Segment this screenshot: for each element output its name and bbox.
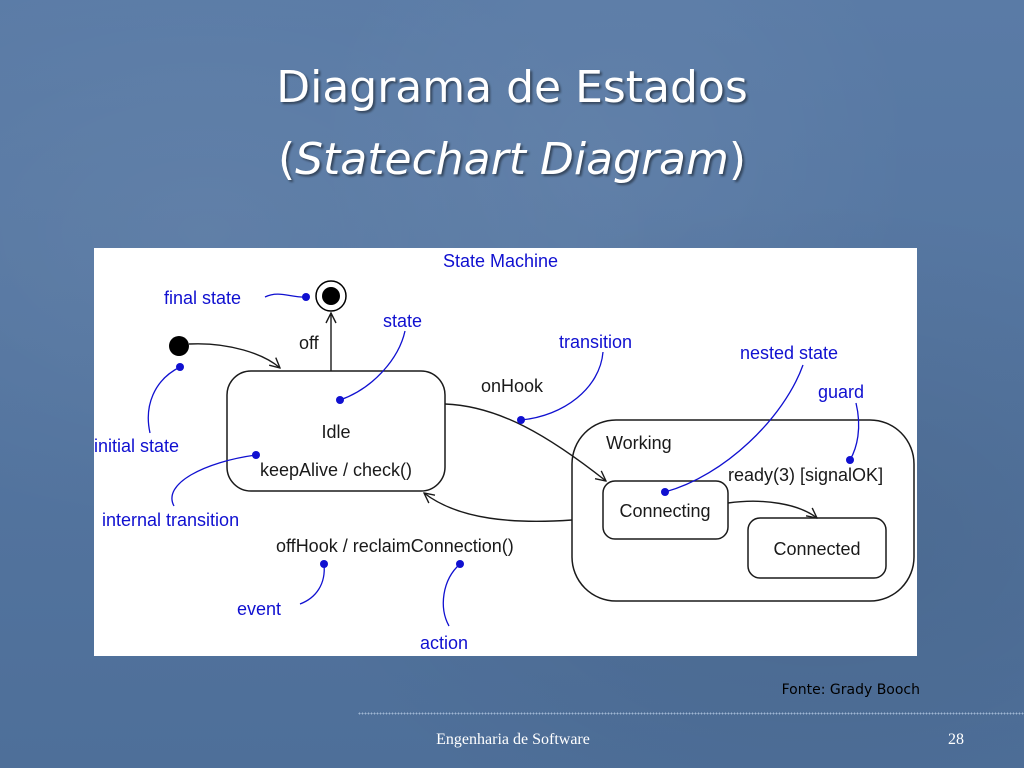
annotation-final-state: final state [164, 288, 241, 308]
leader-initial-state-dot [176, 363, 184, 371]
leader-transition-dot [517, 416, 525, 424]
final-state-dot [322, 287, 340, 305]
state-connecting-label: Connecting [619, 501, 710, 521]
source-credit: Fonte: Grady Booch [781, 682, 920, 698]
annotation-transition: transition [559, 332, 632, 352]
leader-guard [849, 402, 860, 461]
transition-offhook-label: offHook / reclaimConnection() [276, 536, 514, 556]
state-connecting-box [602, 480, 729, 540]
initial-state-dot [169, 336, 189, 356]
annotation-event: event [237, 599, 281, 619]
diagram-header: State Machine [443, 251, 558, 271]
leader-internal-transition-dot [252, 451, 260, 459]
leader-action [442, 563, 461, 627]
offhook-transition-arrow [424, 493, 573, 523]
footer-title: Engenharia de Software [436, 731, 590, 748]
slide-title: Diagrama de Estados (Statechart Diagram) [0, 52, 1024, 196]
transition-ready-label: ready(3) [signalOK] [728, 465, 883, 485]
annotation-state: state [383, 311, 422, 331]
leader-guard-dot [846, 456, 854, 464]
state-machine-figure: State Machine off Idle keepAlive / check… [94, 248, 917, 656]
leader-final-state [264, 293, 307, 298]
onhook-transition-arrow [444, 403, 606, 481]
leader-nested-state [664, 364, 804, 493]
state-working-box [571, 419, 915, 602]
leader-event-dot [320, 560, 328, 568]
title-paren-close: ) [728, 134, 747, 185]
title-line-1: Diagrama de Estados [276, 62, 748, 113]
leader-initial-state [147, 366, 181, 434]
leader-final-state-dot [302, 293, 310, 301]
leader-event [299, 563, 325, 605]
leader-state-dot [336, 396, 344, 404]
leader-transition [520, 351, 604, 421]
leader-action-dot [456, 560, 464, 568]
leader-state [339, 330, 406, 401]
state-machine-diagram: State Machine off Idle keepAlive / check… [94, 251, 915, 653]
annotation-initial-state: initial state [94, 436, 179, 456]
transition-onhook-label: onHook [481, 376, 544, 396]
state-idle-label: Idle [321, 422, 350, 442]
footer-divider [358, 712, 1024, 715]
ready-transition-arrow [727, 500, 817, 518]
state-idle-box [226, 370, 446, 492]
title-italic: Statechart Diagram [295, 134, 729, 185]
page-number: 28 [948, 731, 964, 748]
state-connected-label: Connected [773, 539, 860, 559]
annotation-guard: guard [818, 382, 864, 402]
leader-nested-state-dot [661, 488, 669, 496]
title-line-2: (Statechart Diagram) [0, 124, 1024, 196]
annotation-internal-transition: internal transition [102, 510, 239, 530]
state-working-label: Working [606, 433, 672, 453]
annotation-nested-state: nested state [740, 343, 838, 363]
leader-internal-transition [171, 454, 257, 507]
transition-off-label: off [299, 333, 320, 353]
annotation-action: action [420, 633, 468, 653]
final-state-ring [315, 280, 347, 312]
initial-transition-arrow [188, 343, 280, 368]
idle-internal-transition-label: keepAlive / check() [260, 460, 412, 480]
title-paren-open: ( [277, 134, 296, 185]
